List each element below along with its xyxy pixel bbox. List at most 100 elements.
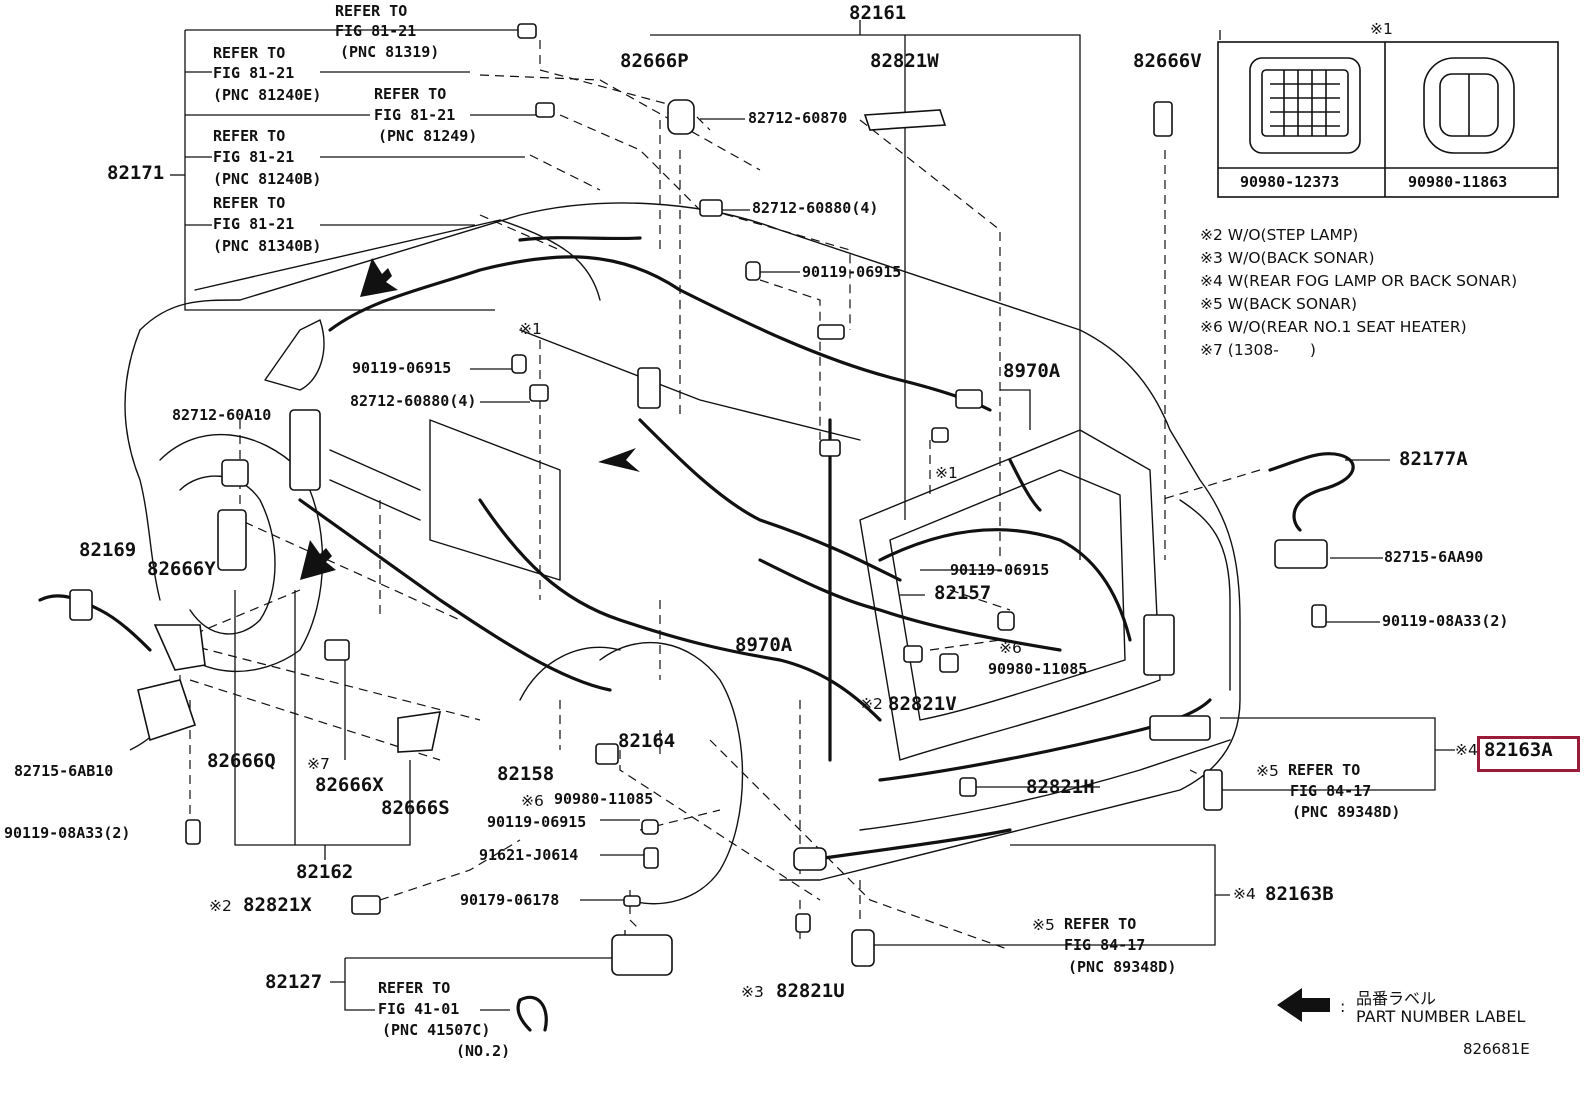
part-82162[interactable]: 82162 <box>296 861 354 883</box>
part-82666Q[interactable]: 82666Q <box>207 750 276 772</box>
part-82821U[interactable]: 82821U <box>776 980 845 1002</box>
mark-3: ※3 <box>741 983 764 1001</box>
ref-fig84-b-line2: FIG 84-17 <box>1064 936 1146 954</box>
part-82157[interactable]: 82157 <box>934 582 992 604</box>
connector-box <box>1217 41 1559 198</box>
mark-6-upper: ※6 <box>999 639 1022 657</box>
part-82666S[interactable]: 82666S <box>381 797 450 819</box>
note-2: ※2 W/O(STEP LAMP) <box>1200 226 1359 244</box>
ref-81340b-line3: (PNC 81340B) <box>213 237 322 255</box>
ref-81319-line2: FIG 81-21 <box>335 22 417 40</box>
part-90119-06915-lower[interactable]: 90119-06915 <box>487 813 587 831</box>
mark-7: ※7 <box>307 755 330 773</box>
ref-fig84-a-line2: FIG 84-17 <box>1290 782 1372 800</box>
part-82666P[interactable]: 82666P <box>620 50 689 72</box>
part-90119-06915-left[interactable]: 90119-06915 <box>352 359 452 377</box>
part-82171[interactable]: 82171 <box>107 162 165 184</box>
part-82666V[interactable]: 82666V <box>1133 50 1202 72</box>
part-90119-06915-right[interactable]: 90119-06915 <box>950 561 1050 579</box>
part-82127[interactable]: 82127 <box>265 971 323 993</box>
ref-81240b-line2: FIG 81-21 <box>213 148 295 166</box>
legend-colon: : <box>1340 997 1346 1016</box>
mark-1-upper: ※1 <box>519 320 542 338</box>
legend-label-en: PART NUMBER LABEL <box>1356 1007 1526 1026</box>
ref-81319-line1: REFER TO <box>335 2 408 20</box>
selected-part-highlight <box>1477 736 1580 772</box>
mark-5-lower: ※5 <box>1032 916 1055 934</box>
part-82712-60880-4-lower[interactable]: 82712-60880(4) <box>350 392 477 410</box>
ref-81240e-line2: FIG 81-21 <box>213 64 295 82</box>
part-82712-60870[interactable]: 82712-60870 <box>748 109 848 127</box>
label-arrow-center <box>598 448 640 472</box>
connector-left-part[interactable]: 90980-12373 <box>1240 173 1340 191</box>
part-82715-6AA90[interactable]: 82715-6AA90 <box>1384 548 1484 566</box>
part-82821H[interactable]: 82821H <box>1026 776 1095 798</box>
part-82177A[interactable]: 82177A <box>1399 448 1468 470</box>
part-82821W[interactable]: 82821W <box>870 50 939 72</box>
part-82158[interactable]: 82158 <box>497 763 555 785</box>
part-82164[interactable]: 82164 <box>618 730 676 752</box>
note-4: ※4 W(REAR FOG LAMP OR BACK SONAR) <box>1200 272 1518 290</box>
part-82169[interactable]: 82169 <box>79 539 137 561</box>
mark-4-upper: ※4 <box>1455 741 1478 759</box>
part-82821V[interactable]: 82821V <box>888 693 957 715</box>
rear-wheel-arch <box>599 641 744 905</box>
ref-fig84-b-line1: REFER TO <box>1064 915 1137 933</box>
part-82163A[interactable]: 82163A <box>1484 739 1553 761</box>
part-82161[interactable]: 82161 <box>849 2 907 24</box>
part-8970A-top[interactable]: 8970A <box>1003 360 1061 382</box>
legend-label-jp: 品番ラベル <box>1356 989 1437 1008</box>
ref-fig84-a-line1: REFER TO <box>1288 761 1361 779</box>
ref-fig84-a-line3: (PNC 89348D) <box>1292 803 1401 821</box>
mark-2-mid: ※2 <box>860 695 883 713</box>
note-3: ※3 W/O(BACK SONAR) <box>1200 249 1375 267</box>
part-82715-6AB10[interactable]: 82715-6AB10 <box>14 762 114 780</box>
main-harness <box>478 498 882 722</box>
ref-81249-line2: FIG 81-21 <box>374 106 456 124</box>
connector-right-part[interactable]: 90980-11863 <box>1408 173 1508 191</box>
ref-81240b-line1: REFER TO <box>213 127 286 145</box>
mark-2-lower: ※2 <box>209 897 232 915</box>
note-7: ※7 (1308- ) <box>1200 341 1316 359</box>
rear-harness <box>878 698 1212 782</box>
ref-81240e-line3: (PNC 81240E) <box>213 86 322 104</box>
note-5: ※5 W(BACK SONAR) <box>1200 295 1358 313</box>
part-90179-06178[interactable]: 90179-06178 <box>460 891 560 909</box>
ref-81249-line3: (PNC 81249) <box>378 127 478 145</box>
ref-81240e-line1: REFER TO <box>213 44 286 62</box>
side-harness <box>298 498 612 692</box>
figure-id: 826681E <box>1463 1040 1530 1058</box>
part-8970A-mid[interactable]: 8970A <box>735 634 793 656</box>
mark-5-upper: ※5 <box>1256 762 1279 780</box>
part-82666X[interactable]: 82666X <box>315 774 384 796</box>
part-82712-60A10[interactable]: 82712-60A10 <box>172 406 272 424</box>
mark-4-lower: ※4 <box>1233 885 1256 903</box>
part-82712-60880-4-upper[interactable]: 82712-60880(4) <box>752 199 879 217</box>
part-90980-11085-left[interactable]: 90980-11085 <box>554 790 654 808</box>
ref-81340b-line1: REFER TO <box>213 194 286 212</box>
label-arrow-roof <box>360 258 398 297</box>
part-90119-06915-upper[interactable]: 90119-06915 <box>802 263 902 281</box>
part-90119-08A33-2-right[interactable]: 90119-08A33(2) <box>1382 612 1509 630</box>
vehicle-body-outline <box>139 202 1241 881</box>
part-82821X[interactable]: 82821X <box>243 894 312 916</box>
ref-fig41-line3: (PNC 41507C) <box>382 1021 491 1039</box>
mark-1-lower: ※1 <box>935 464 958 482</box>
label-arrow-side <box>300 540 336 580</box>
ref-81319-line3: (PNC 81319) <box>340 43 440 61</box>
part-91621-J0614[interactable]: 91621-J0614 <box>479 846 579 864</box>
part-82666Y[interactable]: 82666Y <box>147 558 216 580</box>
part-90980-11085-right[interactable]: 90980-11085 <box>988 660 1088 678</box>
ref-fig41-line2: FIG 41-01 <box>378 1000 460 1018</box>
connector-box-mark: ※1 <box>1370 20 1393 38</box>
legend-arrow-shape <box>1277 988 1330 1022</box>
ref-81340b-line2: FIG 81-21 <box>213 215 295 233</box>
ref-fig41-line1: REFER TO <box>378 979 451 997</box>
ref-81249-line1: REFER TO <box>374 85 447 103</box>
ref-81240b-line3: (PNC 81240B) <box>213 170 322 188</box>
note-6: ※6 W/O(REAR NO.1 SEAT HEATER) <box>1200 318 1467 336</box>
part-82163B[interactable]: 82163B <box>1265 883 1334 905</box>
part-90119-08A33-2-left[interactable]: 90119-08A33(2) <box>4 824 131 842</box>
